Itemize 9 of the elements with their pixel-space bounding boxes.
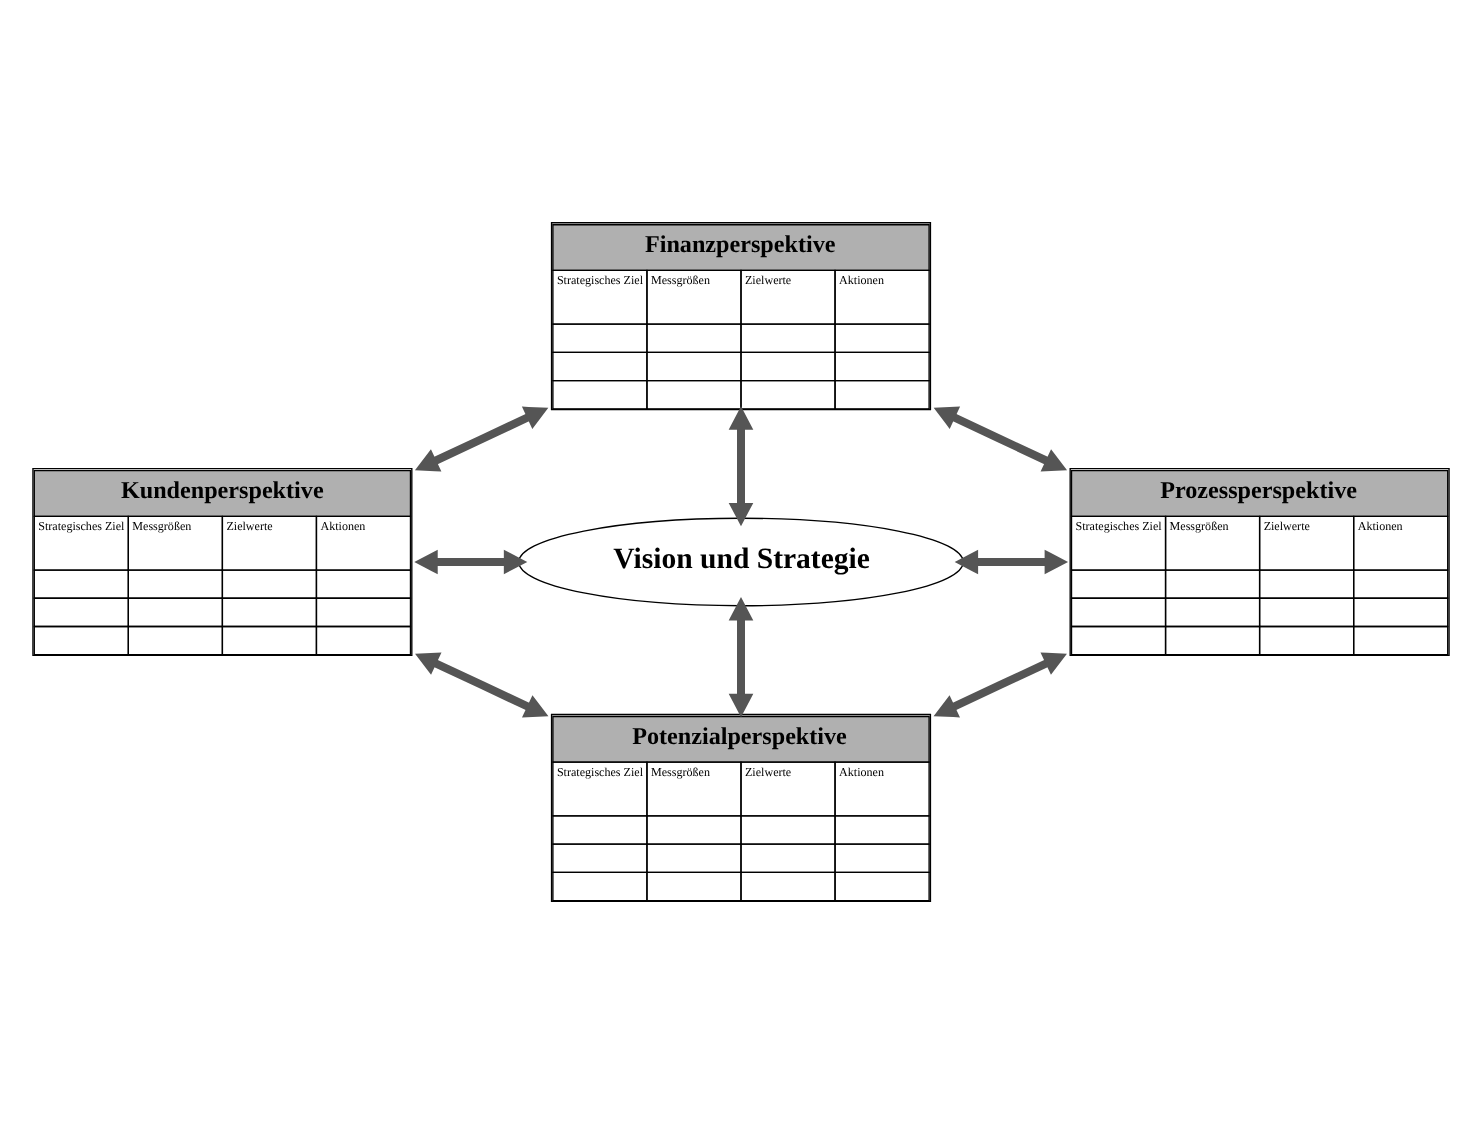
arrow	[415, 652, 549, 718]
arrow	[728, 597, 754, 718]
arrow	[954, 549, 1069, 575]
node-ellipse: Vision und Strategie	[518, 517, 964, 607]
arrow	[933, 652, 1067, 718]
arrow	[728, 406, 754, 527]
arrow	[414, 406, 549, 472]
arrow	[414, 549, 528, 575]
arrow	[933, 406, 1068, 472]
